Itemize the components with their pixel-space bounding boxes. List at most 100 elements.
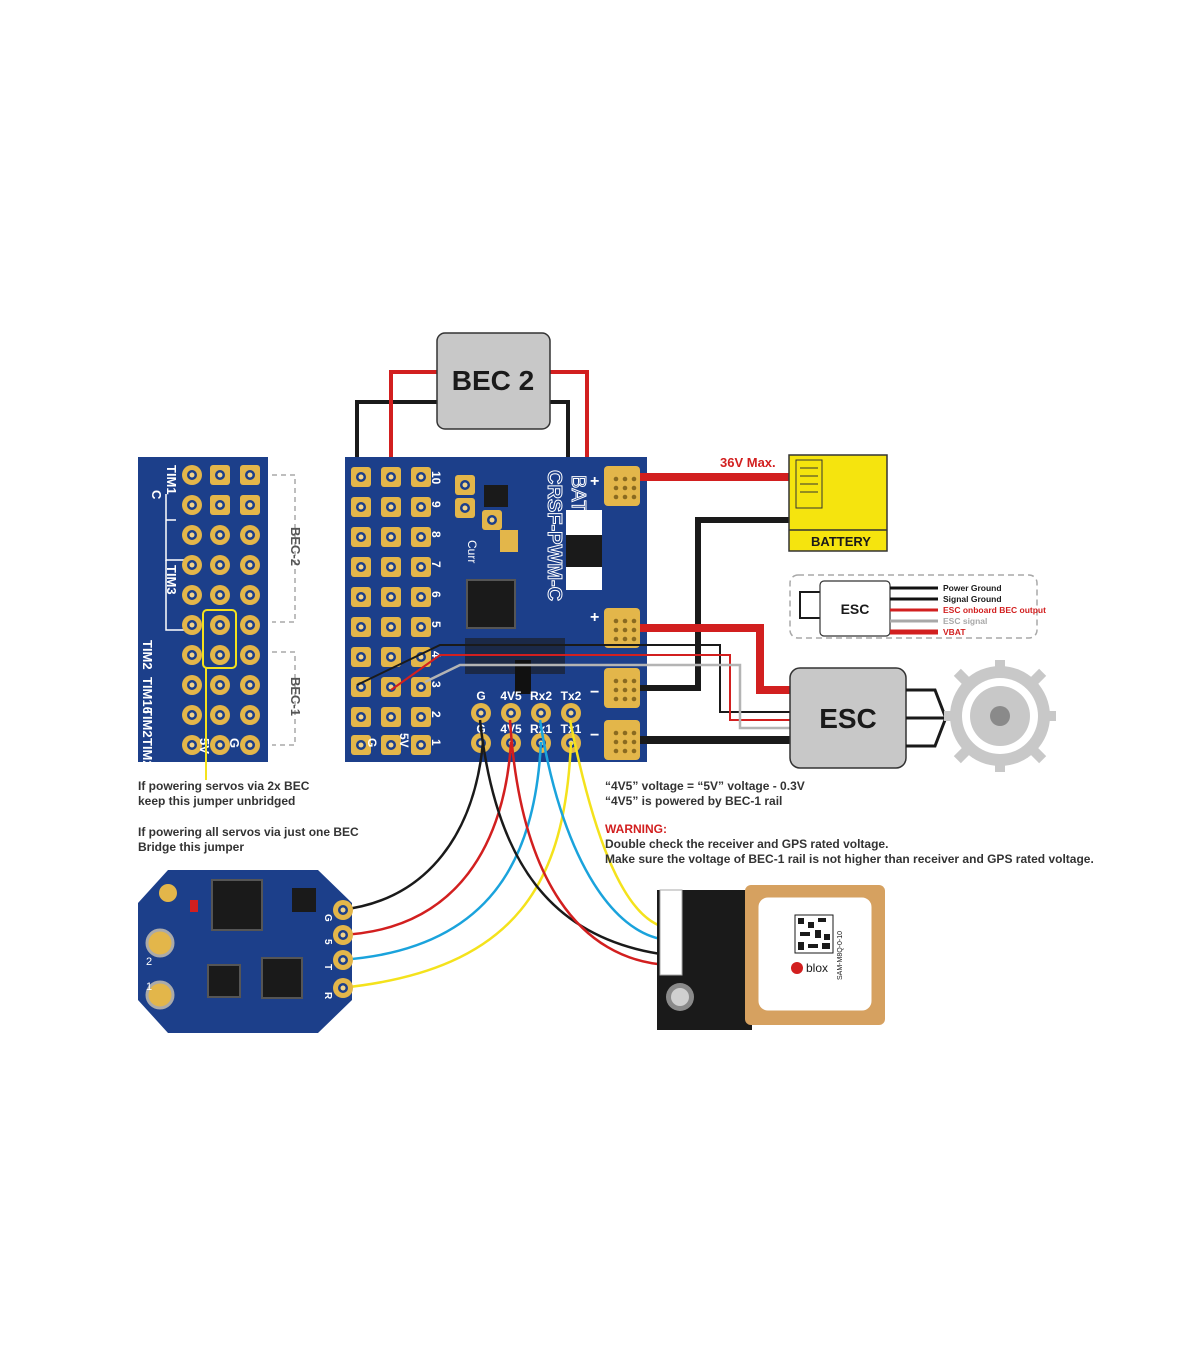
servo-pad [381, 557, 401, 577]
servo-pad [351, 467, 371, 487]
black-cap [515, 660, 531, 694]
gps-pin-label: RX [662, 936, 678, 948]
legend-label: ESC onboard BEC output [943, 605, 1046, 615]
left-board-pad [182, 615, 202, 635]
tim3-label: TIM3 [164, 565, 179, 595]
bat-plus-top: + [590, 473, 599, 490]
bat-label: BAT [567, 475, 589, 512]
servo-pad [411, 735, 431, 755]
main-board: CRSF-PWM-C BAT Curr G 5V + + − − 1098765… [345, 457, 647, 762]
channel-number-label: 1 [429, 739, 443, 746]
antenna-connector-1 [145, 980, 175, 1010]
left-board-pad [210, 495, 230, 515]
motor [944, 660, 1056, 772]
servo-pad [351, 497, 371, 517]
receiver-pad [333, 978, 353, 998]
battery-voltage-label: 36V Max. [720, 455, 776, 470]
left-board-pad [210, 645, 230, 665]
left-servo-board: C TIM1 TIM3 TIM2 TIM16 TIM2 TIM2 5V G [138, 457, 268, 768]
left-board-pad [210, 585, 230, 605]
channel-number-label: 7 [429, 561, 443, 568]
uart-header-top-label: Tx2 [561, 689, 582, 703]
left-board-pad [182, 465, 202, 485]
channel-number-label: 6 [429, 591, 443, 598]
gps-pin-label: G [662, 948, 671, 960]
bec2-bracket-label: BEC-2 [288, 527, 303, 566]
servo-pad [411, 467, 431, 487]
curr-label: Curr [465, 540, 479, 563]
left-board-pad [240, 675, 260, 695]
board-name-label: CRSF-PWM-C [543, 470, 565, 601]
board-bottom-g: G [365, 738, 379, 747]
voltage-note: “4V5” voltage = “5V” voltage - 0.3V “4V5… [605, 779, 805, 809]
left-5v-label: 5V [197, 738, 212, 754]
power-wires [356, 473, 790, 744]
uart-header-top-label: G [476, 689, 485, 703]
gps-model: SAM-M8Q-0-10 [837, 931, 844, 980]
left-board-pad [240, 495, 260, 515]
esc-legend-chip: ESC [841, 601, 870, 617]
jumper-2bec-line2: keep this jumper unbridged [138, 794, 296, 808]
servo-pad [411, 557, 431, 577]
servo-pad [381, 587, 401, 607]
servo-pad [351, 647, 371, 667]
servo-pad [411, 707, 431, 727]
board-bottom-5v: 5V [397, 733, 411, 748]
servo-pad [381, 647, 401, 667]
left-g-label: G [227, 738, 242, 748]
battery: BATTERY [788, 454, 888, 552]
bat-minus-top: − [590, 684, 599, 701]
battery-pad [604, 720, 640, 760]
jumper-2bec-note: If powering servos via 2x BEC keep this … [138, 779, 309, 809]
left-board-pad [240, 615, 260, 635]
tim1-label: TIM1 [164, 465, 179, 495]
bat-plus-bottom: + [590, 609, 599, 626]
left-board-pad [182, 705, 202, 725]
antenna-connector-2 [145, 928, 175, 958]
receiver-pad [333, 950, 353, 970]
tim2-c-label: TIM2 [140, 738, 155, 768]
left-board-pad [210, 675, 230, 695]
channel-number-label: 4 [429, 651, 443, 658]
antenna-label-2: 2 [146, 956, 152, 968]
legend-label: Power Ground [943, 583, 1002, 593]
receiver-pad [333, 925, 353, 945]
servo-pad [351, 557, 371, 577]
left-board-pad [182, 645, 202, 665]
left-board-pad [240, 735, 260, 755]
left-board-pad [240, 705, 260, 725]
gps-brand: blox [806, 961, 828, 975]
servo-pad [381, 527, 401, 547]
jumper-1bec-note: If powering all servos via just one BEC … [138, 825, 359, 855]
jumper-1bec-line1: If powering all servos via just one BEC [138, 825, 359, 839]
esc-label: ESC [819, 703, 877, 734]
jumper-1bec-line2: Bridge this jumper [138, 840, 245, 854]
channel-number-label: 8 [429, 531, 443, 538]
signal-wires [339, 719, 669, 990]
test-pad [455, 475, 475, 495]
battery-pad [604, 608, 640, 648]
left-board-pad [240, 555, 260, 575]
receiver-pin-label: 5 [322, 939, 333, 945]
voltage-line2: “4V5” is powered by BEC-1 rail [605, 794, 783, 808]
channel-number-label: 9 [429, 501, 443, 508]
battery-label: BATTERY [811, 534, 871, 549]
gps-pin-label: TX [662, 924, 677, 936]
left-board-pad [182, 525, 202, 545]
left-board-pad [182, 495, 202, 515]
legend-label: ESC signal [943, 616, 987, 626]
channel-number-label: 5 [429, 621, 443, 628]
antenna-label-1: 1 [146, 981, 152, 993]
uart-header-top-label: Rx2 [530, 689, 552, 703]
warning-line1: Double check the receiver and GPS rated … [605, 837, 889, 851]
test-pad [455, 498, 475, 518]
legend-label: Signal Ground [943, 594, 1002, 604]
servo-pad [381, 497, 401, 517]
left-board-pad [182, 555, 202, 575]
left-board-pad [210, 735, 230, 755]
shunt-body [566, 535, 602, 567]
receiver-pin-label: T [322, 964, 333, 970]
servo-pad [351, 707, 371, 727]
